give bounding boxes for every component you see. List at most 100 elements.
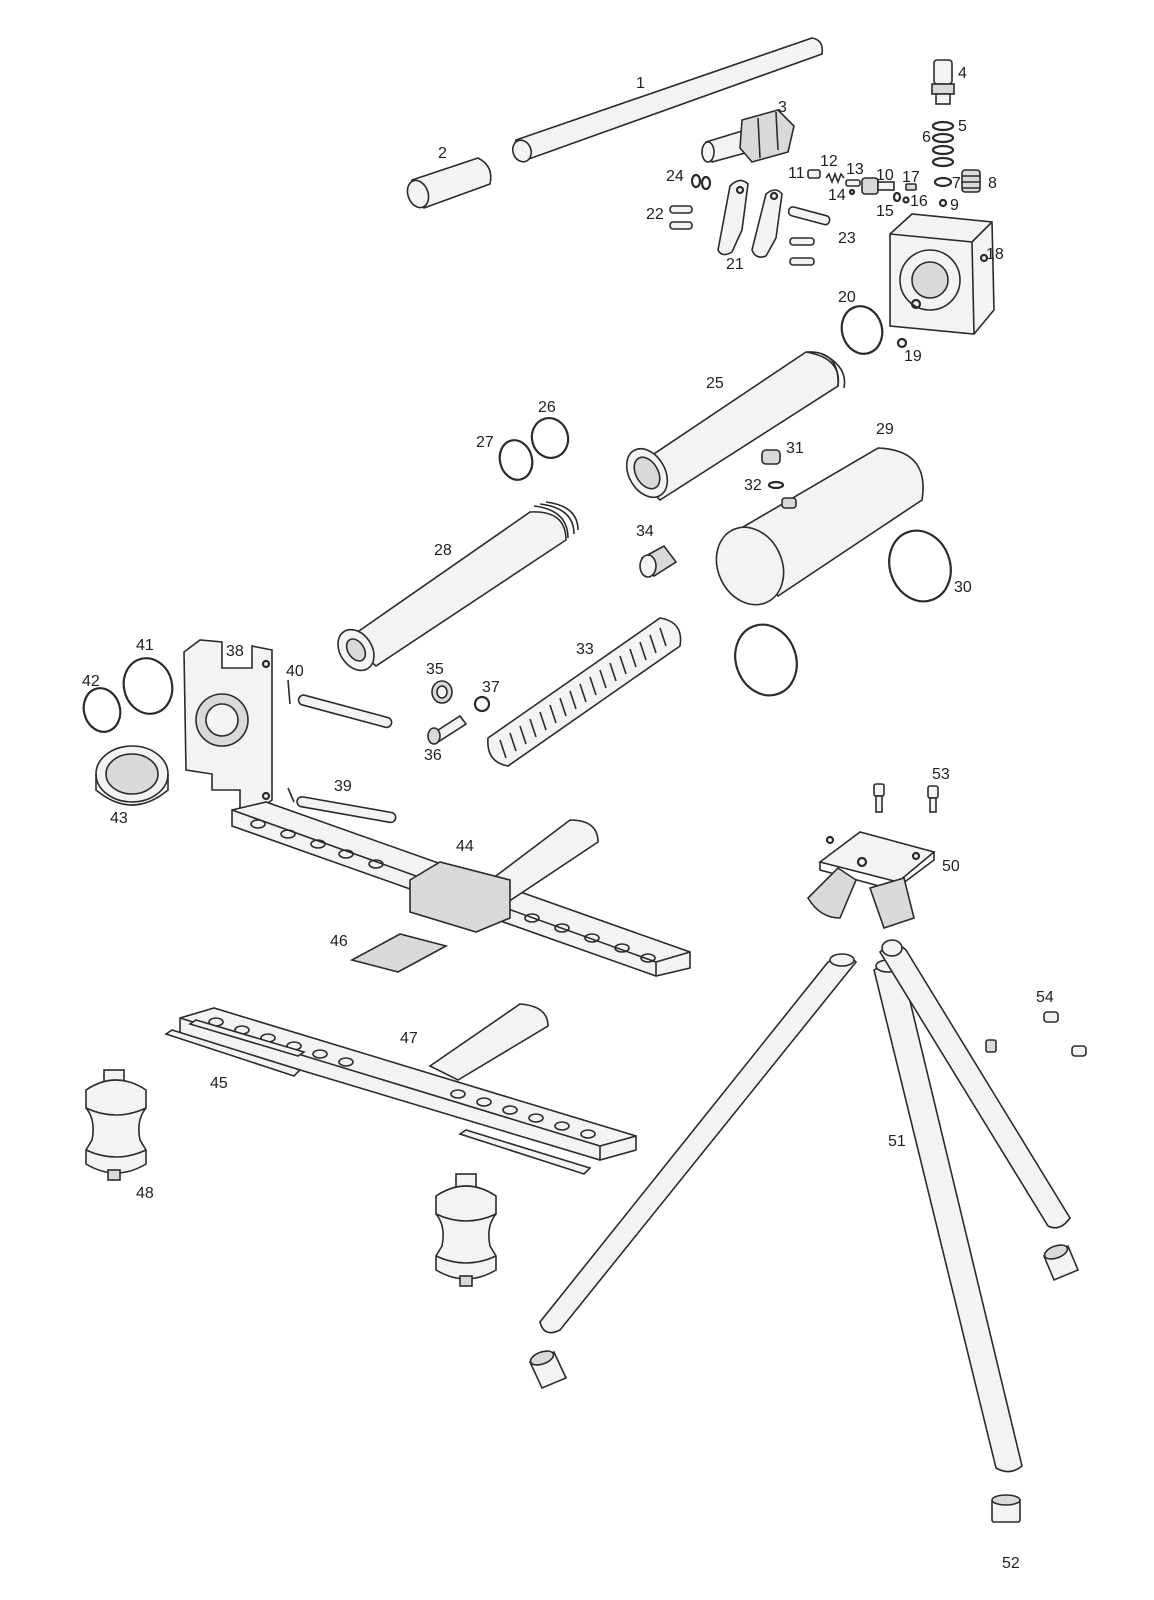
callout-28: 28 [434,542,452,559]
callout-39: 39 [334,778,352,795]
callout-35: 35 [426,661,444,678]
callout-4: 4 [958,65,967,82]
callout-18: 18 [986,246,1004,263]
callout-15: 15 [876,203,894,220]
callout-51: 51 [888,1133,906,1150]
part-33-return-spring [487,617,682,767]
part-32-washer [767,480,785,490]
part-5-o-ring [931,120,955,132]
part-17-spring [905,183,917,191]
callout-43: 43 [110,810,128,827]
part-9-ball [938,198,948,208]
callout-21: 21 [726,256,744,273]
part-53-bolts [873,783,939,813]
part-50-tripod-head [806,831,936,930]
callout-53: 53 [932,766,950,783]
part-callouts: 1 2 3 4 5 6 7 8 9 10 11 12 13 14 15 16 1… [82,65,1054,1572]
part-14-ball [848,188,856,196]
callout-30: 30 [954,579,972,596]
callout-34: 34 [636,523,654,540]
callout-37: 37 [482,679,500,696]
callout-12: 12 [820,153,838,170]
part-28-piston [337,501,579,672]
part-25-cylinder-tube [625,351,846,502]
part-34-fitting [639,544,678,578]
part-12-spring [825,171,845,185]
part-21-link-plates [717,179,783,258]
part-37-washer [473,695,491,713]
part-35-nut [431,680,453,704]
part-52-feet [528,1244,1080,1523]
part-20-o-ring [840,305,884,355]
callout-23: 23 [838,230,856,247]
callout-16: 16 [910,193,928,210]
part-54-screws [985,1011,1087,1057]
part-38-frame-block [183,639,273,813]
callout-10: 10 [876,167,894,184]
callout-54: 54 [1036,989,1054,1006]
part-44-bender-frame [231,801,691,977]
callout-40: 40 [286,663,304,680]
part-46-label-plate [349,933,449,973]
callout-17: 17 [902,169,920,186]
part-51-tripod-legs [539,939,1071,1473]
part-6-o-rings [931,132,955,168]
callout-20: 20 [838,289,856,306]
part-23-pins [787,206,831,266]
part-40-pin [287,679,393,729]
callout-14: 14 [828,187,846,204]
part-13-pin [845,179,861,187]
callout-38: 38 [226,643,244,660]
part-42-ring [82,687,122,733]
callout-47: 47 [400,1030,418,1047]
callout-31: 31 [786,440,804,457]
part-39-pin [296,795,397,824]
part-45-shims [164,1019,592,1175]
part-24-clips [690,173,712,191]
part-39-clip [287,787,295,803]
part-11-plug [807,169,821,179]
part-27-ring [498,439,534,481]
callout-7: 7 [952,175,961,192]
callout-36: 36 [424,747,442,764]
callout-3: 3 [778,99,787,116]
part-43-bushing [95,745,169,806]
callout-2: 2 [438,145,447,162]
part-48-roller-2 [435,1173,497,1287]
callout-42: 42 [82,673,100,690]
callout-46: 46 [330,933,348,950]
callout-24: 24 [666,168,684,185]
part-18-pump-block [889,213,995,335]
part-31-filler-cap [761,449,781,465]
callout-52: 52 [1002,1555,1020,1572]
part-30-gasket [734,529,952,697]
part-29-reservoir [715,447,924,606]
callout-45: 45 [210,1075,228,1092]
callout-29: 29 [876,421,894,438]
callout-27: 27 [476,434,494,451]
part-19-seal [896,337,908,349]
part-10-valve-body [861,177,895,195]
callout-50: 50 [942,858,960,875]
callout-33: 33 [576,641,594,658]
part-15-seal [892,191,902,203]
callout-22: 22 [646,206,664,223]
callout-26: 26 [538,399,556,416]
part-3-handle-socket [701,109,795,163]
callout-11: 11 [788,165,805,182]
part-48-roller [85,1069,147,1181]
part-1-handle-tube [511,37,824,163]
part-26-ring [530,417,570,459]
callout-48: 48 [136,1185,154,1202]
part-41-ring [122,657,174,715]
callout-9: 9 [950,197,959,214]
callout-6: 6 [922,129,931,146]
callout-19: 19 [904,348,922,365]
callout-41: 41 [136,637,154,654]
part-4-valve-plug [931,59,955,105]
part-36-bolt [427,714,468,745]
callout-8: 8 [988,175,997,192]
callout-25: 25 [706,375,724,392]
part-22-pins [669,205,693,230]
